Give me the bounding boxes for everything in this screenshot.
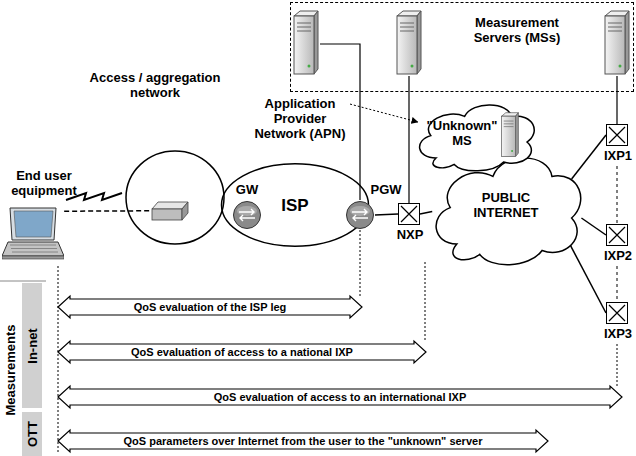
cloud-outline — [410, 94, 540, 174]
guide-line — [360, 230, 361, 296]
router-label: PGW — [366, 182, 406, 197]
exchange-label: NXP — [383, 227, 437, 242]
server-icon — [397, 11, 421, 74]
server-icon — [502, 113, 519, 157]
arrow-label: QoS evaluation of access to an internati… — [214, 391, 466, 404]
network-label: ISP — [281, 196, 308, 215]
cloud-outline — [436, 158, 581, 265]
server-icon — [294, 11, 318, 74]
band-label: OTT — [22, 412, 42, 456]
cloud-label: "Unknown" MS — [426, 118, 498, 148]
guide-line — [617, 344, 618, 386]
exchange-point: IXP3 — [606, 302, 628, 324]
router-top — [237, 206, 257, 216]
band-label: In-net — [22, 283, 42, 408]
band-rule — [0, 281, 46, 282]
band-label: Measurements — [0, 283, 20, 456]
band-label: OTT — [25, 421, 40, 447]
band-label: In-net — [25, 328, 40, 363]
connector-line — [350, 104, 418, 122]
device-label: End user equipment — [2, 168, 86, 198]
cloud-label: PUBLIC INTERNET — [456, 190, 556, 220]
laptop-screen — [10, 208, 56, 240]
exchange-symbol — [609, 227, 625, 243]
arrow-label: QoS parameters over Internet from the us… — [124, 435, 483, 448]
connector-line — [572, 135, 606, 179]
guide-line — [425, 262, 426, 341]
exchange-point: IXP1 — [606, 124, 628, 146]
callout-label: Application Provider Network (APN) — [250, 96, 350, 158]
switch-icon — [150, 200, 190, 222]
measurement-arrow: QoS parameters over Internet from the us… — [58, 430, 548, 452]
server-icon — [500, 112, 520, 158]
cloud-outline — [420, 105, 535, 171]
server-group: Measurement Servers (MSs) — [290, 2, 634, 92]
exchange-symbol — [401, 206, 417, 222]
router-arrows — [239, 209, 255, 221]
callout-label: Application Provider Network (APN) — [250, 96, 350, 141]
switch-front — [152, 209, 182, 220]
router-label: GW — [222, 182, 272, 197]
arrow-label: QoS evaluation of the ISP leg — [134, 301, 287, 314]
switch-side — [182, 202, 188, 220]
double-arrow — [58, 296, 362, 318]
measurement-arrow: QoS evaluation of the ISP leg — [58, 296, 362, 318]
network-ellipse — [125, 150, 225, 245]
double-arrow — [58, 430, 548, 452]
exchange-symbol — [607, 303, 627, 323]
connector-line — [375, 214, 398, 215]
router-node: PGW — [345, 200, 375, 230]
group-title: Measurement Servers (MSs) — [456, 15, 578, 45]
user-terminal: End user equipment — [2, 168, 86, 264]
exchange-label: IXP3 — [591, 326, 636, 341]
connector-line — [64, 210, 150, 212]
exchange-label: IXP2 — [591, 248, 636, 263]
exchange-symbol — [609, 305, 625, 321]
router-symbol — [345, 200, 375, 230]
arrow-label: QoS evaluation of access to a national I… — [131, 346, 353, 359]
connector-line — [568, 241, 606, 313]
router-top — [350, 206, 370, 216]
network-ellipse — [126, 151, 224, 244]
band-label: Measurements — [3, 324, 18, 415]
router-arrows — [352, 209, 368, 221]
guide-line — [58, 266, 59, 452]
server-icon — [605, 11, 629, 74]
measurement-arrow: QoS evaluation of access to a national I… — [58, 341, 426, 363]
exchange-label: IXP1 — [591, 148, 636, 163]
router-node: GW — [232, 200, 262, 230]
network-ellipse: Access / aggregation network — [125, 150, 225, 245]
exchange-symbol — [609, 127, 625, 143]
laptop-keys — [10, 245, 56, 246]
exchange-symbol — [607, 225, 627, 245]
laptop-display — [14, 211, 53, 237]
laptop-keys — [11, 248, 57, 249]
double-arrow — [58, 386, 622, 408]
router-symbol — [232, 200, 262, 230]
double-arrow — [58, 341, 426, 363]
exchange-symbol — [607, 125, 627, 145]
laptop-icon — [2, 206, 64, 262]
router-body — [347, 202, 374, 229]
server-link — [408, 76, 409, 203]
laptop-edge — [2, 256, 64, 259]
exchange-symbol — [399, 204, 419, 224]
connector-line — [581, 218, 606, 235]
network-ellipse — [222, 164, 369, 246]
exchange-point: NXP — [398, 203, 420, 225]
measurement-arrow: QoS evaluation of access to an internati… — [58, 386, 622, 408]
connector-line — [420, 212, 432, 215]
laptop-keys — [12, 252, 58, 253]
server-link — [616, 76, 617, 124]
exchange-point: IXP2 — [606, 224, 628, 246]
router-body — [234, 202, 261, 229]
cloud-region: "Unknown" MS — [410, 94, 540, 174]
laptop-base — [2, 242, 64, 256]
network-label: Access / aggregation network — [80, 70, 230, 100]
